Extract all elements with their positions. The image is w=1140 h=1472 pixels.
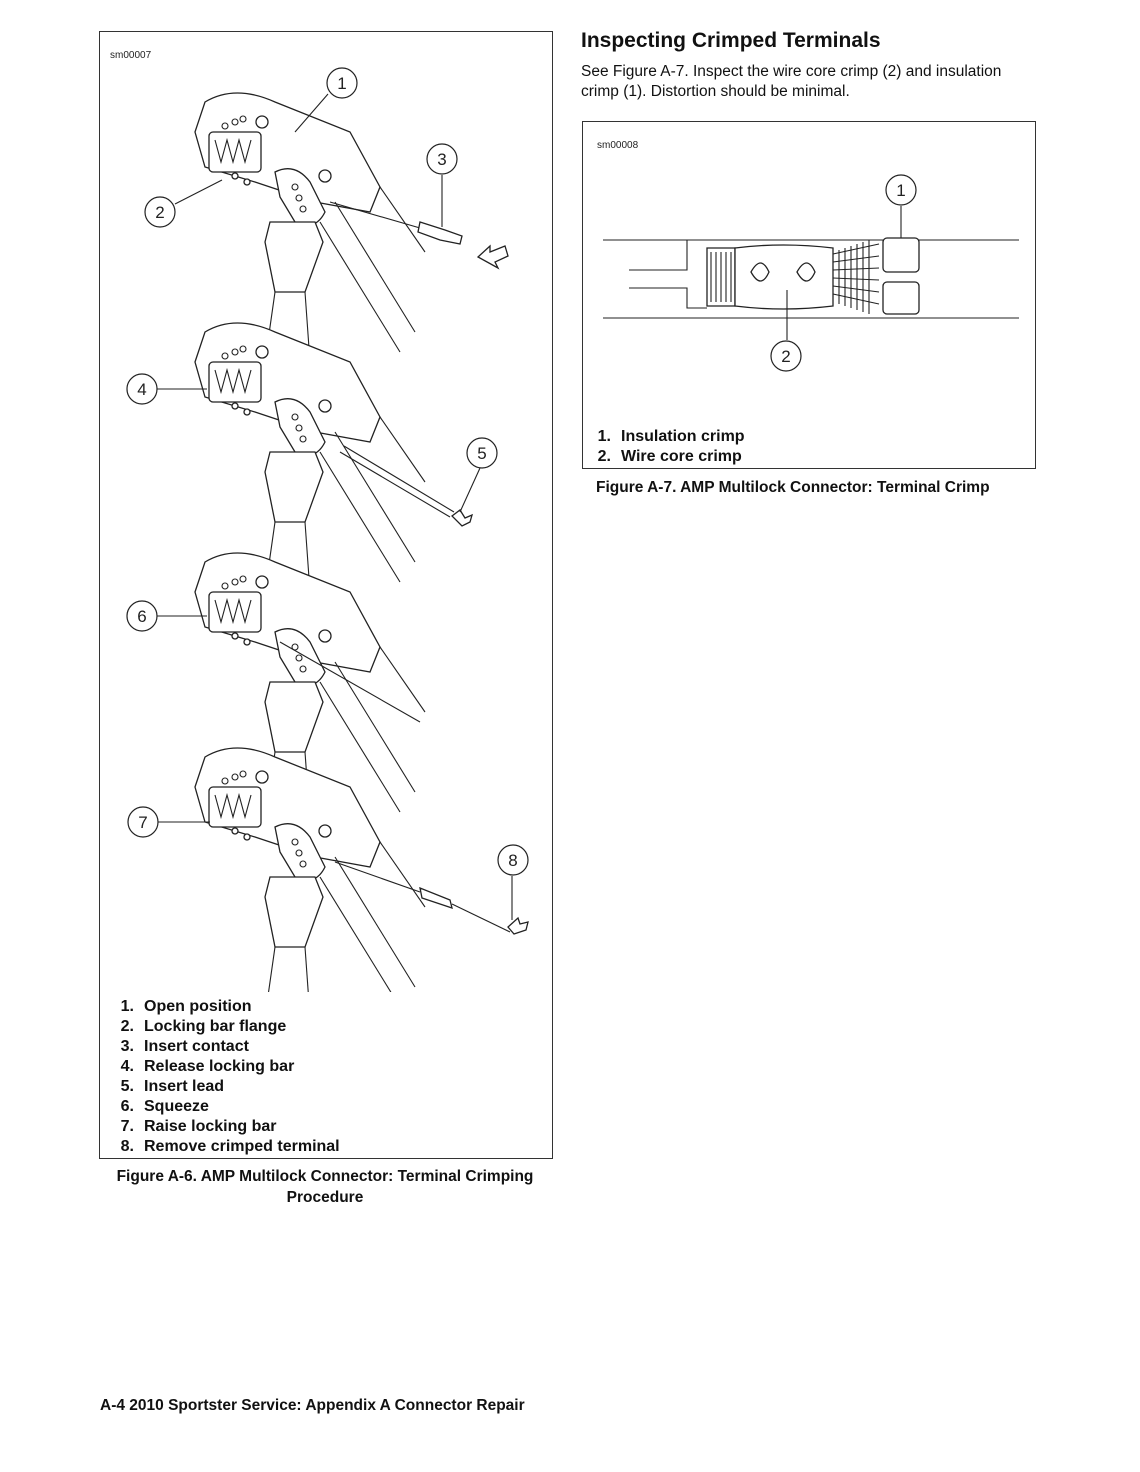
legend-item: 7.Raise locking bar (120, 1118, 277, 1135)
figure-a7: sm00008 1 2 1.Insulation crimp 2.Wire co… (582, 121, 1036, 469)
figure-a7-legend: 1.Insulation crimp 2.Wire core crimp (583, 427, 745, 467)
svg-text:1: 1 (896, 181, 905, 200)
legend-item: 6.Squeeze (120, 1098, 209, 1115)
figure-a6-legend: 1.Open position 2.Locking bar flange 3.I… (106, 997, 340, 1157)
callout-6: 6 (126, 600, 158, 632)
callout-8: 8 (497, 844, 529, 876)
figure-a6-caption-line2: Procedure (286, 1189, 364, 1206)
callout-1: 1 (885, 174, 917, 206)
legend-item: 5.Insert lead (120, 1078, 225, 1095)
callout-2: 2 (770, 340, 802, 372)
section-intro: See Figure A-7. Inspect the wire core cr… (581, 63, 1002, 100)
callout-4: 4 (126, 373, 158, 405)
figure-a6-caption: Figure A-6. AMP Multilock Connector: Ter… (99, 1166, 551, 1208)
svg-text:3: 3 (437, 150, 446, 169)
legend-item: 1.Open position (120, 998, 252, 1015)
svg-text:6: 6 (137, 607, 146, 626)
legend-item: 1.Insulation crimp (597, 428, 745, 445)
callout-5: 5 (466, 437, 498, 469)
callout-1: 1 (326, 67, 358, 99)
svg-text:1: 1 (337, 74, 346, 93)
figure-a6: sm00007 (99, 31, 553, 1159)
figure-a6-caption-line1: Figure A-6. AMP Multilock Connector: Ter… (116, 1168, 534, 1185)
legend-item: 2.Locking bar flange (120, 1018, 287, 1035)
figure-id-label: sm00008 (597, 140, 639, 151)
svg-text:2: 2 (781, 347, 790, 366)
svg-text:7: 7 (138, 813, 147, 832)
legend-item: 8.Remove crimped terminal (120, 1138, 340, 1155)
svg-text:2: 2 (155, 203, 164, 222)
terminal-crimp-illustration: 1 2 (603, 174, 1019, 372)
callout-2: 2 (144, 196, 176, 228)
section-heading: Inspecting Crimped Terminals (581, 29, 881, 52)
crimping-procedure-illustration: 1 2 3 4 5 6 7 8 (126, 67, 529, 992)
svg-text:8: 8 (508, 851, 517, 870)
callout-7: 7 (127, 806, 159, 838)
figure-id-label: sm00007 (110, 50, 152, 61)
legend-item: 2.Wire core crimp (597, 448, 742, 465)
svg-text:5: 5 (477, 444, 486, 463)
callout-3: 3 (426, 143, 458, 175)
legend-item: 3.Insert contact (120, 1038, 249, 1055)
figure-a7-caption: Figure A-7. AMP Multilock Connector: Ter… (596, 479, 990, 496)
legend-item: 4.Release locking bar (120, 1058, 295, 1075)
page-footer: A-4 2010 Sportster Service: Appendix A C… (100, 1397, 525, 1414)
svg-text:4: 4 (137, 380, 146, 399)
